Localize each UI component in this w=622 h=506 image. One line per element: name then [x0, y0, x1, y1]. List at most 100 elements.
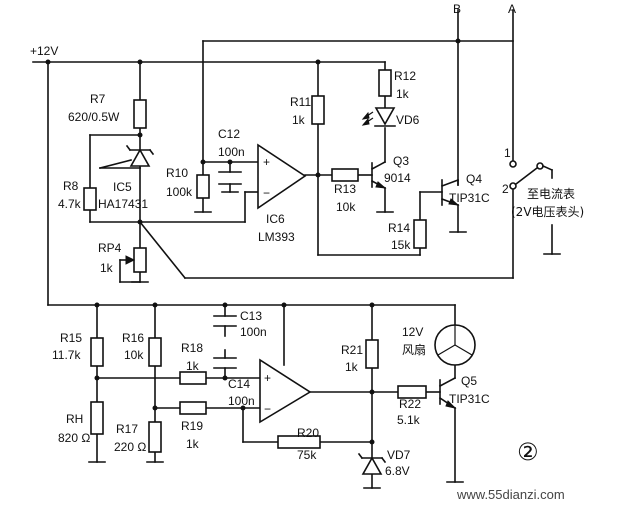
wires [32, 9, 553, 489]
c12-value: 100n [218, 145, 245, 159]
rp4-value: 1k [100, 261, 114, 275]
ic5-shunt-regulator [99, 144, 155, 169]
r12-resistor [378, 69, 392, 97]
q3-transistor [370, 160, 387, 190]
r17-value: 220 Ω [114, 440, 146, 454]
r8-value: 4.7k [58, 197, 82, 211]
vd7-zener [357, 452, 387, 475]
svg-text:−: − [264, 402, 271, 416]
r21-label: R21 [341, 343, 363, 357]
c13-value: 100n [240, 325, 267, 339]
ic7-comparator: + − [259, 358, 312, 424]
ic6-comparator: + − [257, 143, 307, 210]
r17-resistor [148, 421, 162, 453]
r22-label: R22 [399, 397, 421, 411]
r12-label: R12 [394, 69, 416, 83]
r10-value: 100k [166, 185, 193, 199]
q3-label: Q3 [393, 154, 409, 168]
r19-label: R19 [181, 419, 203, 433]
r15-value: 11.7k [52, 348, 81, 362]
rp4-label: RP4 [98, 241, 122, 255]
ground-symbols [88, 191, 561, 489]
r15-resistor [90, 337, 104, 367]
r13-resistor [331, 168, 359, 182]
r17-label: R17 [116, 422, 138, 436]
svg-text:+: + [263, 155, 270, 169]
r20-value: 75k [297, 448, 317, 462]
watermark: www.55dianzi.com [456, 487, 565, 502]
q5-label: Q5 [461, 374, 477, 388]
r7-resistor [133, 99, 147, 129]
q5-transistor [438, 376, 457, 410]
r20-label: R20 [297, 426, 319, 440]
resistors [83, 69, 427, 453]
q4-part-label: TIP31C [449, 191, 490, 205]
r14-value: 15k [391, 238, 411, 252]
q4-label: Q4 [466, 172, 482, 186]
svg-text:+: + [264, 371, 271, 385]
r13-value: 10k [336, 200, 356, 214]
c12-label: C12 [218, 127, 240, 141]
r16-value: 10k [124, 348, 144, 362]
r12-value: 1k [396, 87, 410, 101]
ic5-part-label: HA17431 [98, 197, 148, 211]
vd6-led [361, 107, 396, 127]
vcc-label: +12V [30, 44, 58, 58]
r16-resistor [148, 337, 162, 367]
vd7-value: 6.8V [385, 464, 410, 478]
r19-resistor [179, 401, 207, 415]
r15-label: R15 [60, 331, 82, 345]
r18-label: R18 [181, 341, 203, 355]
r11-label: R11 [290, 95, 311, 109]
ic6-part-label: LM393 [258, 230, 295, 244]
r21-resistor [365, 339, 379, 369]
q3-part-label: 9014 [384, 171, 411, 185]
r11-value: 1k [292, 113, 306, 127]
meter-switch [509, 160, 554, 190]
r13-label: R13 [334, 182, 356, 196]
fan-label: 风扇 [402, 342, 426, 357]
node-a-label: A [508, 2, 516, 16]
r14-resistor [413, 219, 427, 249]
r7-value: 620/0.5W [68, 110, 120, 124]
capacitors [213, 171, 242, 369]
r19-value: 1k [186, 437, 200, 451]
q5-part-label: TIP31C [449, 392, 490, 406]
fan-motor [434, 324, 476, 366]
r18-resistor [179, 371, 207, 385]
r22-value: 5.1k [397, 413, 421, 427]
c13-label: C13 [240, 309, 262, 323]
r10-resistor [196, 174, 210, 199]
switch-pos1-label: 1 [504, 146, 511, 160]
node-b-label: B [453, 2, 461, 16]
meter-label: 至电流表 [527, 187, 575, 201]
r14-label: R14 [388, 221, 410, 235]
meter-spec-label: (2V电压表头) [511, 205, 584, 219]
rh-resistor [90, 401, 104, 435]
rp4-potentiometer [133, 247, 147, 273]
c14-value: 100n [228, 394, 255, 408]
r21-value: 1k [345, 360, 359, 374]
r16-label: R16 [122, 331, 144, 345]
svg-text:−: − [263, 186, 270, 200]
rh-label: RH [66, 412, 83, 426]
figure-number: ② [517, 439, 539, 466]
switch-pos2-label: 2 [502, 182, 509, 196]
r11-resistor [311, 95, 325, 125]
q4-transistor [440, 178, 460, 207]
junction-dots [45, 38, 461, 445]
r22-resistor [397, 385, 427, 399]
ic6-label: IC6 [266, 212, 285, 226]
labels: B A +12V R7 620/0.5W R8 4.7k IC5 HA17431… [30, 2, 584, 502]
r7-label: R7 [90, 92, 106, 106]
r18-value: 1k [186, 359, 200, 373]
r10-label: R10 [166, 166, 188, 180]
fan-voltage-label: 12V [402, 325, 423, 339]
vd7-label: VD7 [387, 448, 411, 462]
rh-value: 820 Ω [58, 431, 90, 445]
r20-resistor [277, 435, 321, 449]
r8-resistor [83, 187, 97, 211]
vd6-label: VD6 [396, 113, 420, 127]
